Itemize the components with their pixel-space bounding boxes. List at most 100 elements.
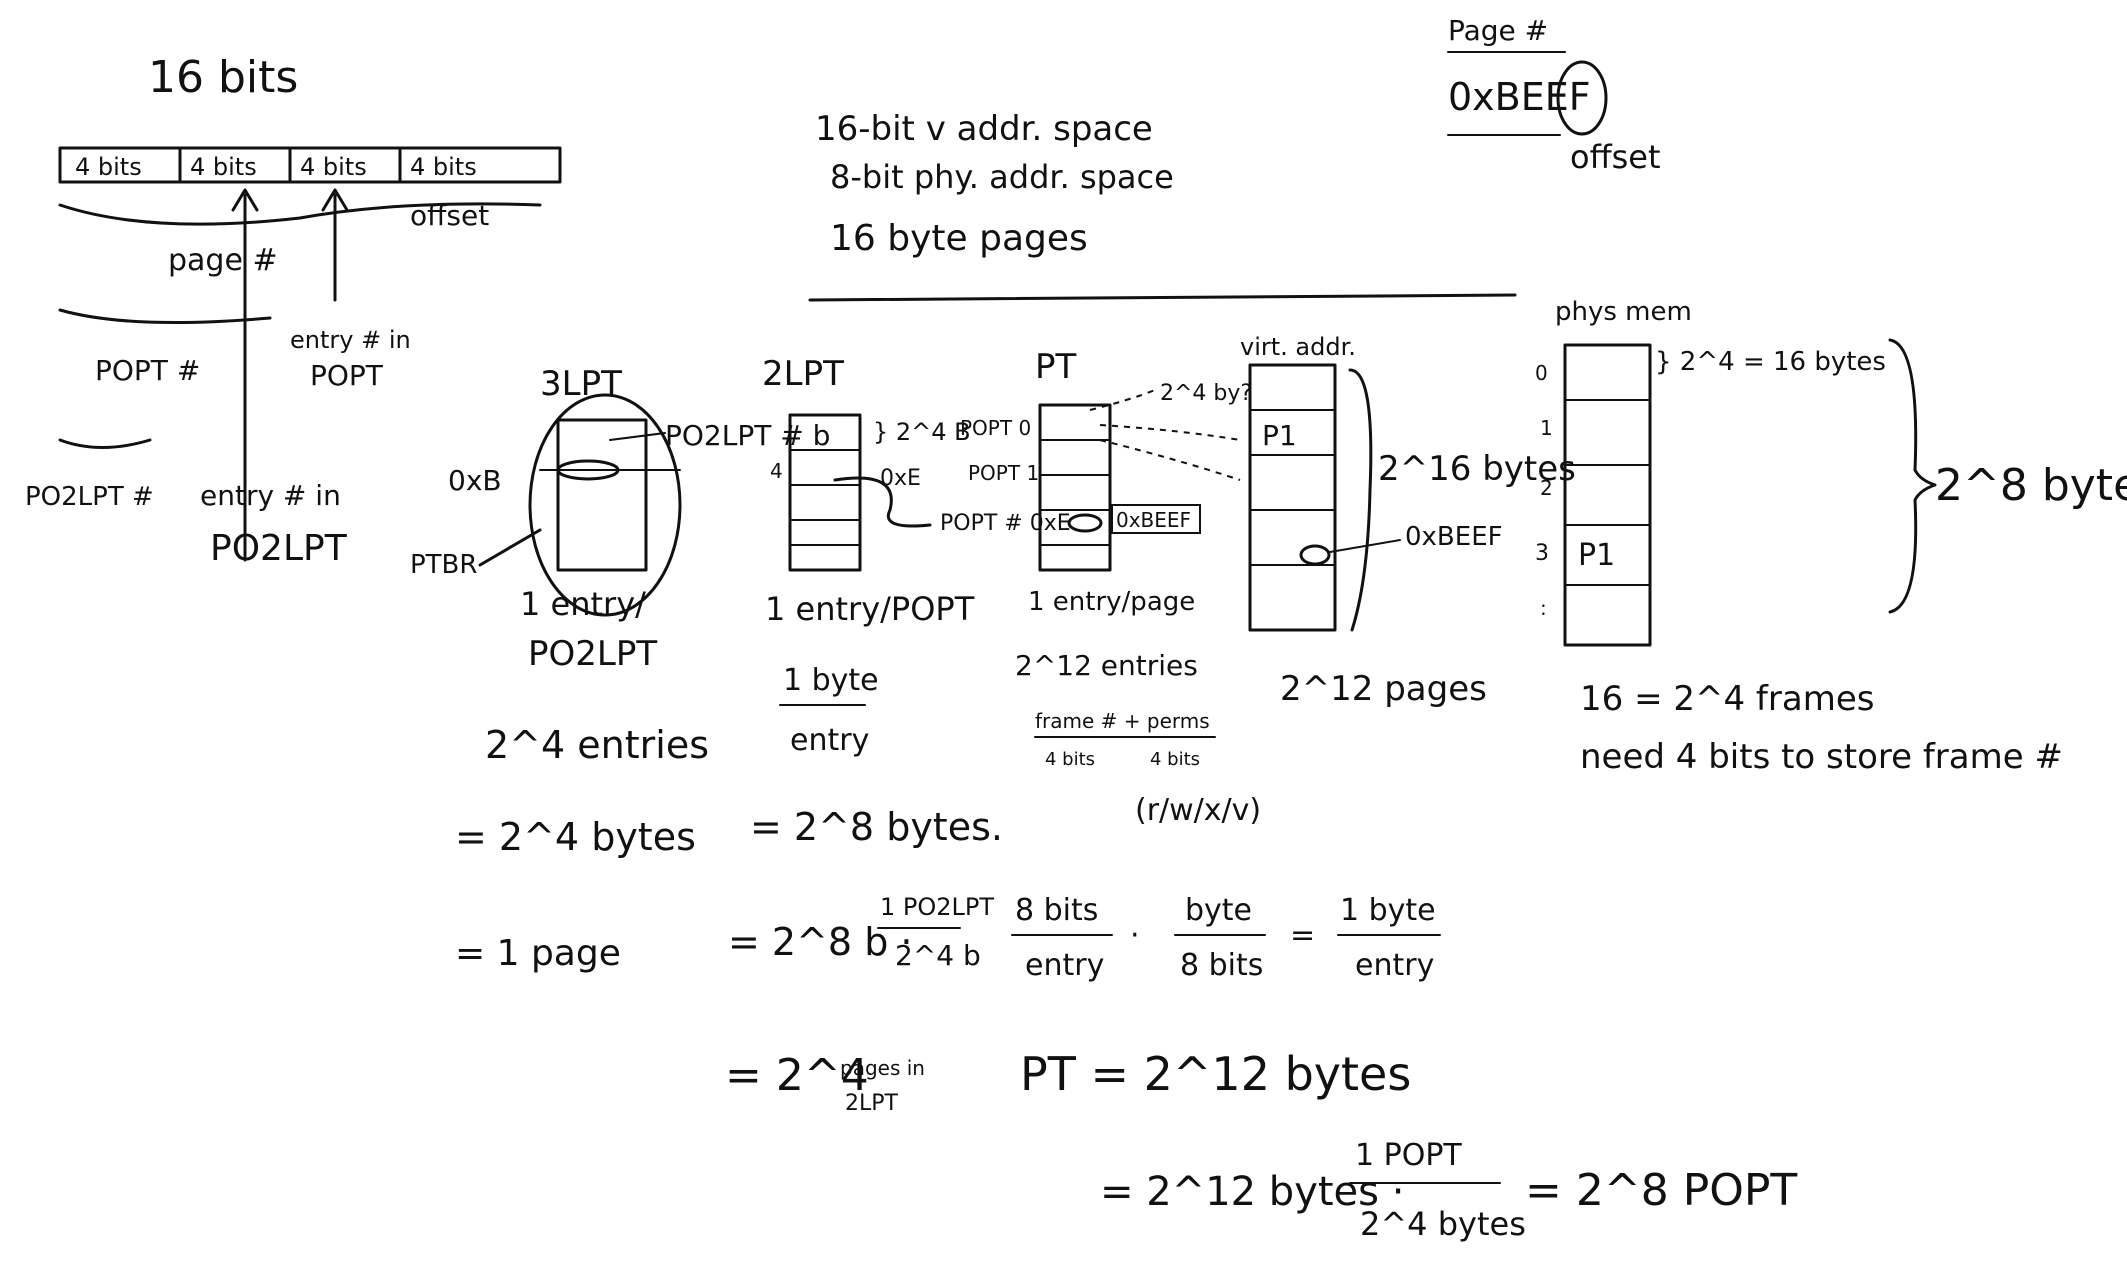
level1-popt0: POPT 0 bbox=[960, 416, 1031, 440]
level2-size-note: } 2^4 B bbox=[873, 418, 971, 446]
frame-index-0: 0 bbox=[1535, 361, 1548, 385]
level1-eq-c-num: 1 byte bbox=[1340, 893, 1436, 928]
level1-dashed-arrow-3 bbox=[1100, 440, 1240, 480]
level1-entries: 2^12 entries bbox=[1015, 649, 1198, 682]
level1-frame-bits: 4 bits bbox=[1045, 749, 1095, 770]
level3-caption-1: 1 entry/ bbox=[520, 585, 646, 623]
page-example-offset: offset bbox=[1570, 138, 1661, 176]
popt-brace bbox=[60, 310, 270, 323]
virtual-target-label: 0xBEEF bbox=[1405, 522, 1503, 552]
level3-table bbox=[558, 420, 646, 570]
level2-calc-3-right-1: pages in bbox=[840, 1056, 925, 1080]
level2-entry-num: 1 byte bbox=[783, 663, 879, 698]
virtual-title: virt. addr. bbox=[1240, 333, 1356, 361]
virtual-space-box bbox=[1250, 365, 1335, 630]
level1-eq-a-den: entry bbox=[1025, 948, 1104, 983]
frame-index-1: 1 bbox=[1540, 416, 1553, 440]
level1-dashed-arrow-1 bbox=[1090, 390, 1155, 410]
level1-popt-left: = 2^12 bytes · bbox=[1100, 1169, 1404, 1215]
address-field-4: 4 bits bbox=[410, 153, 477, 181]
level1-dashed-arrow-2 bbox=[1100, 425, 1240, 440]
address-field-3: 4 bits bbox=[300, 153, 367, 181]
physical-title: phys mem bbox=[1555, 297, 1692, 327]
level3-calc-3: = 1 page bbox=[455, 933, 621, 974]
param-page-size: 16 byte pages bbox=[830, 218, 1088, 259]
divider bbox=[810, 295, 1515, 300]
address-field-1: 4 bits bbox=[75, 153, 142, 181]
param-vaddr: 16-bit v addr. space bbox=[815, 109, 1153, 149]
level1-popt-result: = 2^8 POPT bbox=[1525, 1165, 1797, 1216]
level2-calc-2-left: = 2^8 b · bbox=[728, 920, 912, 964]
virtual-address-space: virt. addr. P1 0xBEEF 2^16 bytes 2^12 pa… bbox=[1240, 333, 1576, 709]
level1-note: 2^4 by? bbox=[1160, 381, 1252, 406]
level3-po2lpt-pointer: PO2LPT # b bbox=[665, 419, 830, 452]
virtual-size-brace bbox=[1350, 370, 1371, 630]
level2-calc-3-right-2: 2LPT bbox=[845, 1091, 899, 1116]
page-number-example: Page # 0xBEEF offset bbox=[1448, 14, 1661, 176]
physical-memory: phys mem 0 1 2 3 : P1 } 2^4 = 16 bytes 2… bbox=[1535, 297, 2127, 777]
ptbr-arrow bbox=[480, 530, 540, 565]
physical-total-size: 2^8 bytes bbox=[1935, 460, 2127, 511]
level1-caption: 1 entry/page bbox=[1028, 587, 1195, 617]
entry-po2lpt-label-2: PO2LPT bbox=[210, 528, 348, 569]
level2-title: 2LPT bbox=[762, 354, 844, 394]
po2lpt-brace bbox=[60, 440, 150, 448]
entry-popt-label-1: entry # in bbox=[290, 326, 411, 354]
physical-frames: 16 = 2^4 frames bbox=[1580, 679, 1874, 719]
page-number-label: page # bbox=[168, 243, 278, 278]
popt-label: POPT # bbox=[95, 354, 200, 387]
level1-title: PT bbox=[1035, 347, 1077, 387]
frame-index-2: 2 bbox=[1540, 476, 1553, 500]
page-example-label: Page # bbox=[1448, 14, 1548, 47]
svg-text:·: · bbox=[1130, 918, 1140, 953]
level3-hex-index: 0xB bbox=[448, 464, 502, 497]
level1-eq-b-num: byte bbox=[1185, 893, 1252, 928]
physical-frame-size: } 2^4 = 16 bytes bbox=[1655, 347, 1886, 377]
svg-text:=: = bbox=[1290, 918, 1315, 953]
level3-caption-2: PO2LPT bbox=[528, 634, 657, 674]
level1-selected-entry bbox=[1069, 515, 1101, 531]
physical-memory-box bbox=[1565, 345, 1650, 645]
virtual-pages-label: 2^12 pages bbox=[1280, 669, 1487, 709]
address-width-title: 16 bits bbox=[148, 52, 298, 103]
level1-popt-num: 1 POPT bbox=[1355, 1138, 1462, 1173]
frame-index-3: 3 bbox=[1535, 541, 1549, 566]
level3-calc-1: 2^4 entries bbox=[485, 723, 709, 767]
physical-frame-bits-note: need 4 bits to store frame # bbox=[1580, 737, 2063, 777]
level1-eq-a-num: 8 bits bbox=[1015, 893, 1098, 928]
level1-frame-perms: frame # + perms bbox=[1035, 709, 1210, 733]
level1-perm-bits: 4 bits bbox=[1150, 749, 1200, 770]
physical-size-brace bbox=[1890, 340, 1935, 612]
page-example-value: 0xBEEF bbox=[1448, 75, 1591, 119]
level1-pt-size: PT = 2^12 bytes bbox=[1020, 1047, 1411, 1101]
virtual-page-label: P1 bbox=[1262, 419, 1297, 452]
physical-page-label: P1 bbox=[1578, 538, 1615, 573]
level3-ptbr: PTBR bbox=[410, 550, 477, 580]
entry-popt-label-2: POPT bbox=[310, 359, 384, 392]
offset-label: offset bbox=[410, 199, 489, 232]
entry-po2lpt-label-1: entry # in bbox=[200, 479, 341, 512]
level2-calc-2-den: 2^4 b bbox=[895, 939, 981, 972]
virtual-target-marker bbox=[1301, 546, 1329, 564]
frame-index-more: : bbox=[1540, 596, 1547, 620]
level2-entry-den: entry bbox=[790, 723, 869, 758]
level3-page-table: 3LPT 0xB PTBR PO2LPT # b 1 entry/ PO2LPT… bbox=[410, 364, 830, 974]
level1-popt-den: 2^4 bytes bbox=[1360, 1205, 1526, 1243]
level1-perms: (r/w/x/v) bbox=[1135, 793, 1261, 828]
level1-value-box-label: 0xBEEF bbox=[1116, 508, 1191, 532]
po2lpt-label: PO2LPT # bbox=[25, 482, 154, 512]
param-paddr: 8-bit phy. addr. space bbox=[830, 158, 1174, 196]
level2-calc-1: = 2^8 bytes. bbox=[750, 805, 1003, 849]
level2-row-a: 4 bbox=[770, 459, 783, 483]
level1-popt1: POPT 1 bbox=[968, 461, 1039, 485]
level3-calc-2: = 2^4 bytes bbox=[455, 815, 696, 859]
level2-caption: 1 entry/POPT bbox=[765, 590, 975, 628]
parameters: 16-bit v addr. space 8-bit phy. addr. sp… bbox=[810, 109, 1515, 300]
address-field-2: 4 bits bbox=[190, 153, 257, 181]
level1-eq-c-den: entry bbox=[1355, 948, 1434, 983]
level1-eq-b-den: 8 bits bbox=[1180, 948, 1263, 983]
level2-popt-pointer: POPT # 0xE bbox=[940, 511, 1071, 536]
level2-calc-2-num: 1 PO2LPT bbox=[880, 893, 994, 921]
level3-title: 3LPT bbox=[540, 364, 622, 404]
